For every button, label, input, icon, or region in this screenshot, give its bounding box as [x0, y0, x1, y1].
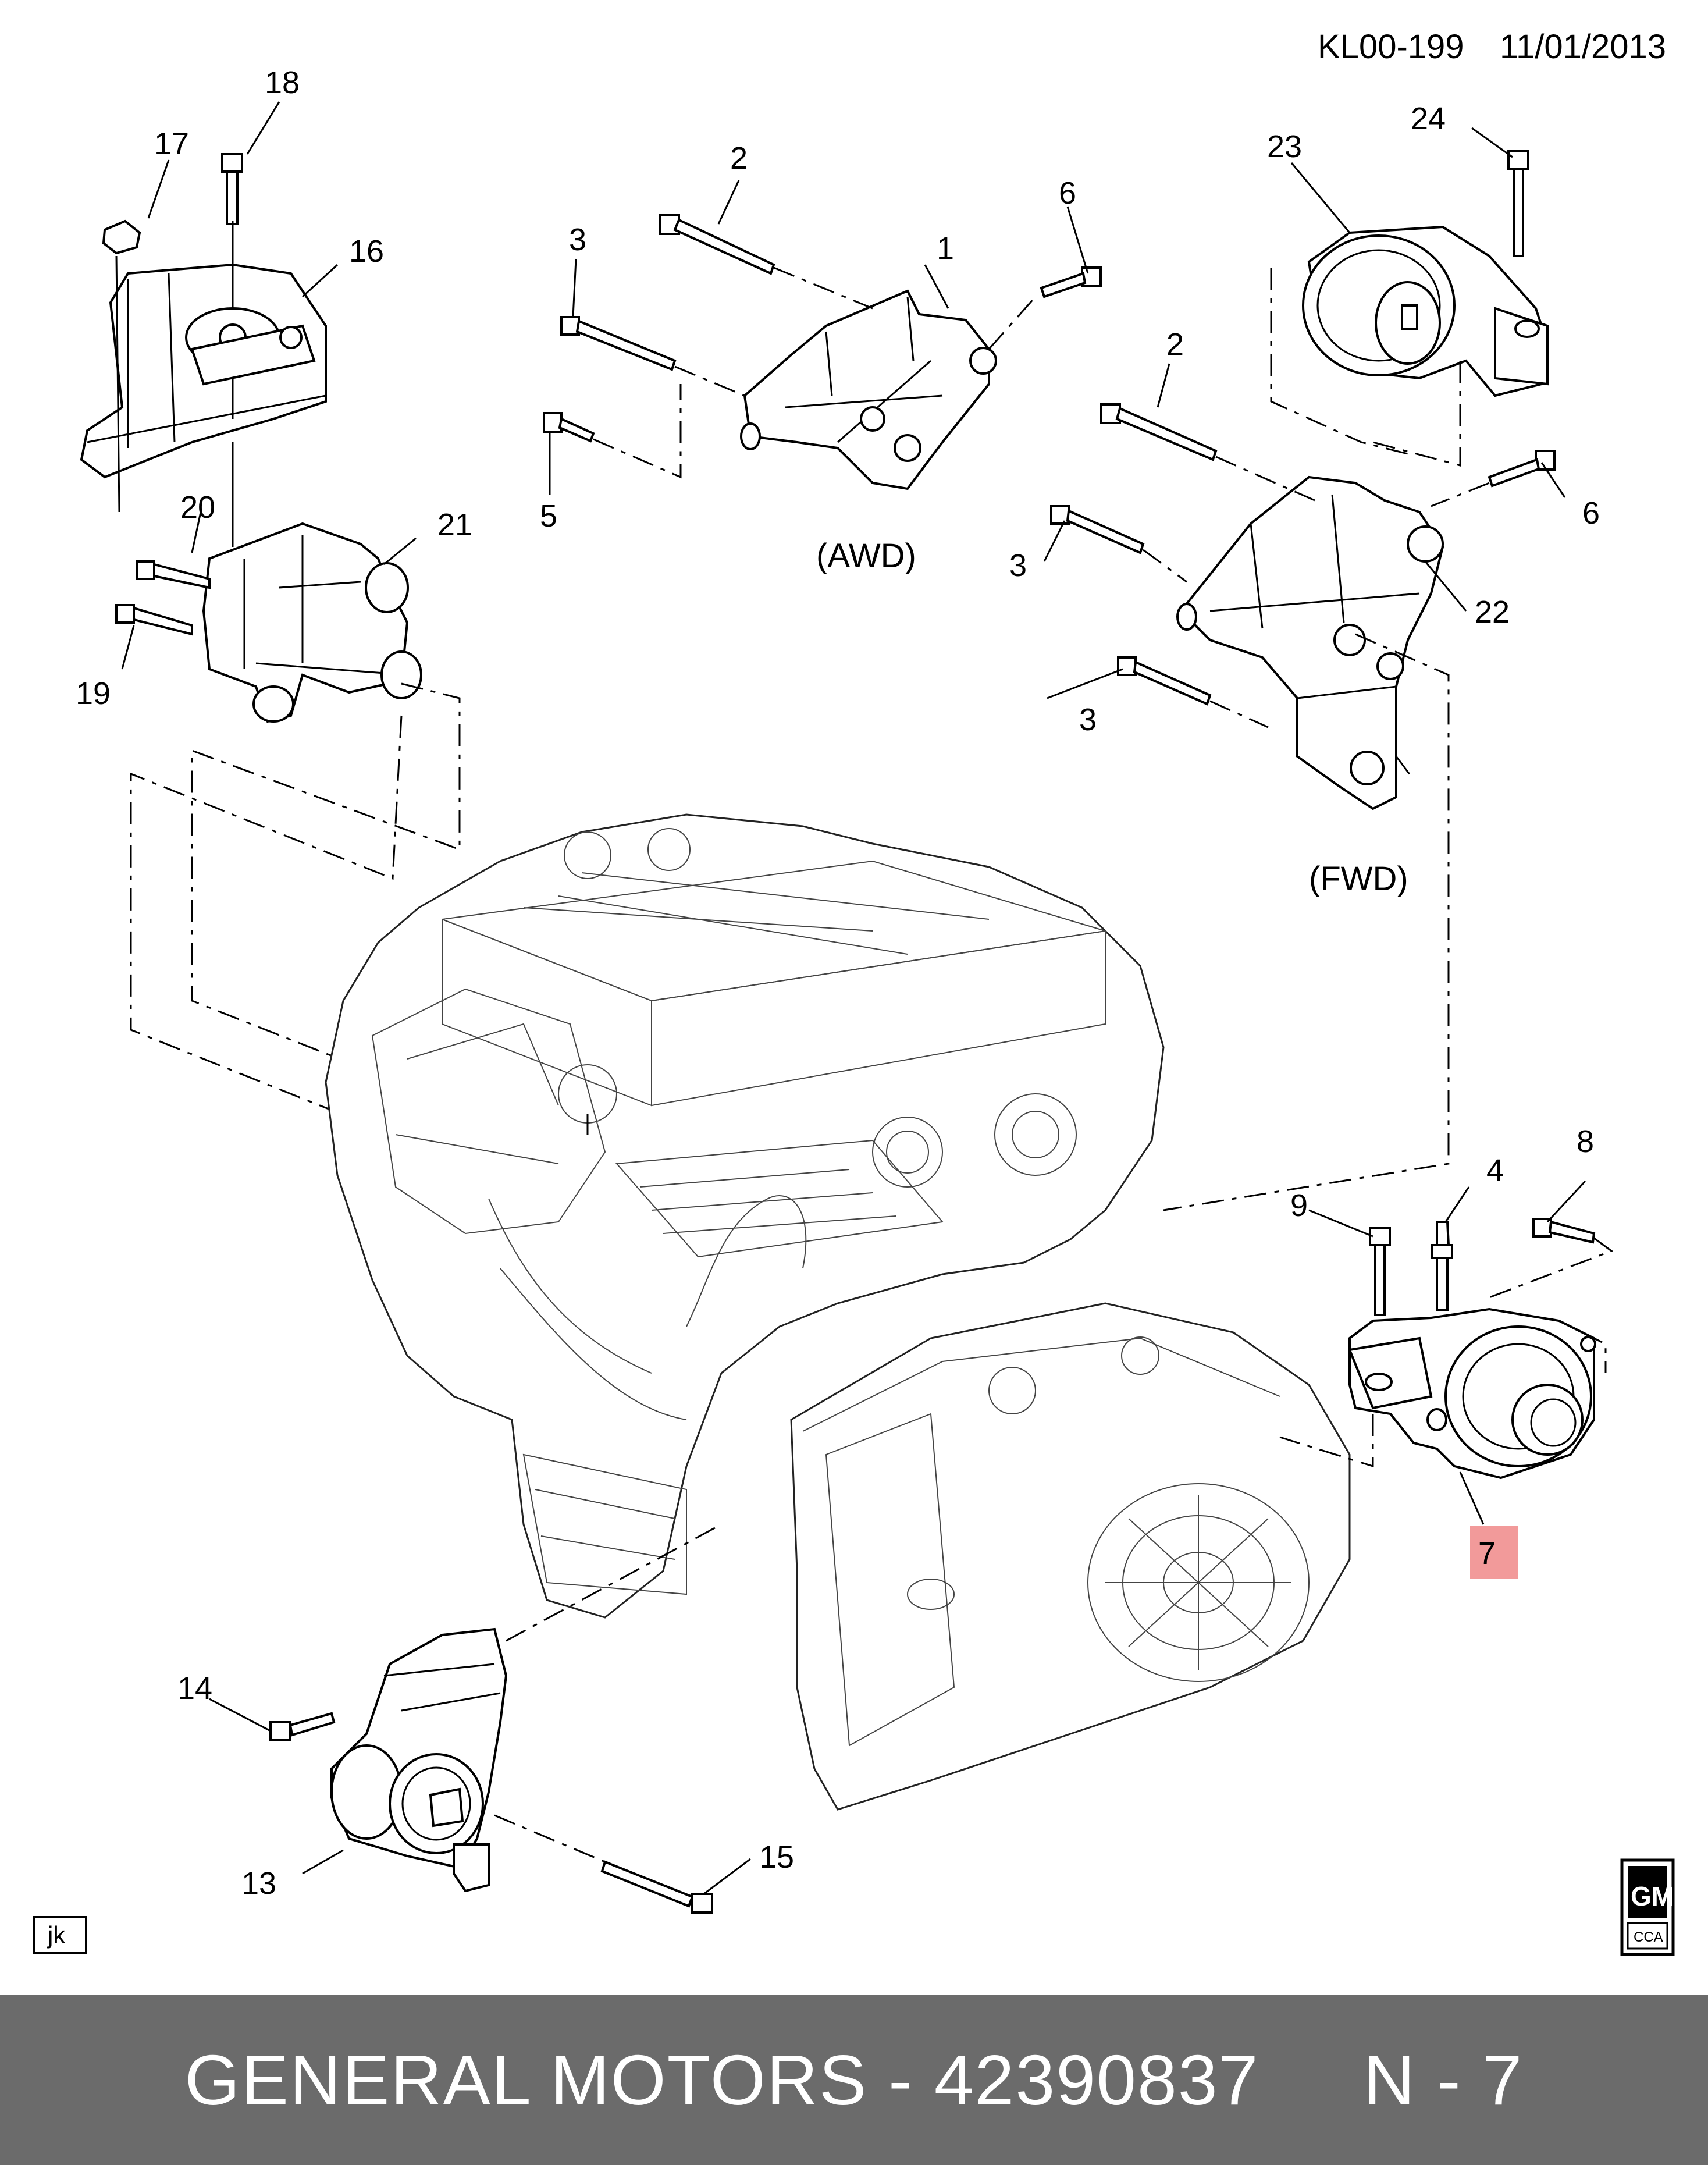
callout-3-fwd-lower: 3 [1079, 702, 1097, 737]
artist-initials-box: jk [33, 1916, 87, 1954]
bolt-20 [136, 560, 211, 589]
footer-banner: GENERAL MOTORS - 42390837 N - 7 [0, 1995, 1708, 2165]
mount-13 [330, 1627, 508, 1893]
callout-4: 4 [1486, 1153, 1504, 1188]
parts-diagram: KL00-199 11/01/2013 [33, 28, 1675, 1956]
callout-6-awd: 6 [1059, 176, 1076, 211]
mount-16 [80, 263, 327, 479]
bolt-8 [1532, 1218, 1596, 1244]
callout-17: 17 [154, 126, 189, 161]
callout-20: 20 [180, 490, 215, 525]
callouts [121, 101, 1586, 1895]
callout-8: 8 [1577, 1124, 1594, 1159]
variant-fwd-label: (FWD) [1309, 860, 1408, 898]
bolt-6-awd [1040, 266, 1102, 298]
callout-14: 14 [177, 1671, 212, 1706]
callout-9: 9 [1290, 1188, 1308, 1223]
engine-transaxle-assembly [325, 813, 1165, 1619]
bolt-5-awd [543, 412, 595, 443]
callout-3-fwd-upper: 3 [1009, 548, 1027, 583]
bolt-18 [221, 153, 243, 225]
bracket-22-fwd [1176, 475, 1444, 810]
variant-awd-label: (AWD) [816, 537, 916, 575]
bolt-14 [269, 1712, 336, 1741]
gm-logo: GM CCA [1620, 1858, 1675, 1956]
callout-19: 19 [76, 676, 111, 711]
nut-17 [102, 219, 141, 255]
gm-logo-brand: GM [1631, 1881, 1674, 1911]
gm-logo-sub: CCA [1634, 1929, 1663, 1945]
artist-initials: jk [47, 1921, 66, 1949]
bolt-2-awd [659, 214, 775, 275]
bolt-24 [1507, 150, 1529, 257]
callout-6-fwd: 6 [1582, 496, 1600, 531]
bracket-21 [202, 522, 422, 723]
callout-5: 5 [540, 499, 557, 534]
bolt-9 [1369, 1227, 1391, 1316]
callout-13: 13 [241, 1866, 276, 1901]
callout-2-awd: 2 [730, 141, 748, 176]
callout-22: 22 [1475, 595, 1510, 630]
callout-2-fwd: 2 [1166, 327, 1184, 362]
bolt-3-fwd-upper [1050, 505, 1145, 554]
stud-4 [1431, 1221, 1453, 1311]
bolt-19 [115, 604, 193, 636]
bolt-15 [600, 1860, 713, 1914]
bolt-3-awd [560, 316, 677, 371]
callout-15: 15 [759, 1840, 794, 1875]
callout-24: 24 [1411, 101, 1446, 136]
mount-23 [1302, 225, 1549, 397]
part-7-highlight [1470, 1526, 1518, 1579]
bolt-2-fwd [1100, 403, 1218, 461]
callout-3-awd: 3 [569, 222, 586, 257]
transaxle [790, 1302, 1351, 1811]
callout-21: 21 [437, 507, 472, 542]
footer-text: GENERAL MOTORS - 42390837 N - 7 [184, 2040, 1524, 2120]
diagram-date: 11/01/2013 [1500, 28, 1666, 66]
mount-7 [1348, 1307, 1596, 1480]
bracket-1-awd [740, 289, 997, 490]
callout-23: 23 [1267, 129, 1302, 164]
callout-18: 18 [265, 65, 300, 100]
bolt-3-fwd-lower [1117, 656, 1212, 706]
callout-7: 7 [1478, 1536, 1496, 1571]
callout-1: 1 [937, 231, 954, 266]
diagram-code: KL00-199 [1318, 28, 1464, 66]
callout-16: 16 [349, 234, 384, 269]
